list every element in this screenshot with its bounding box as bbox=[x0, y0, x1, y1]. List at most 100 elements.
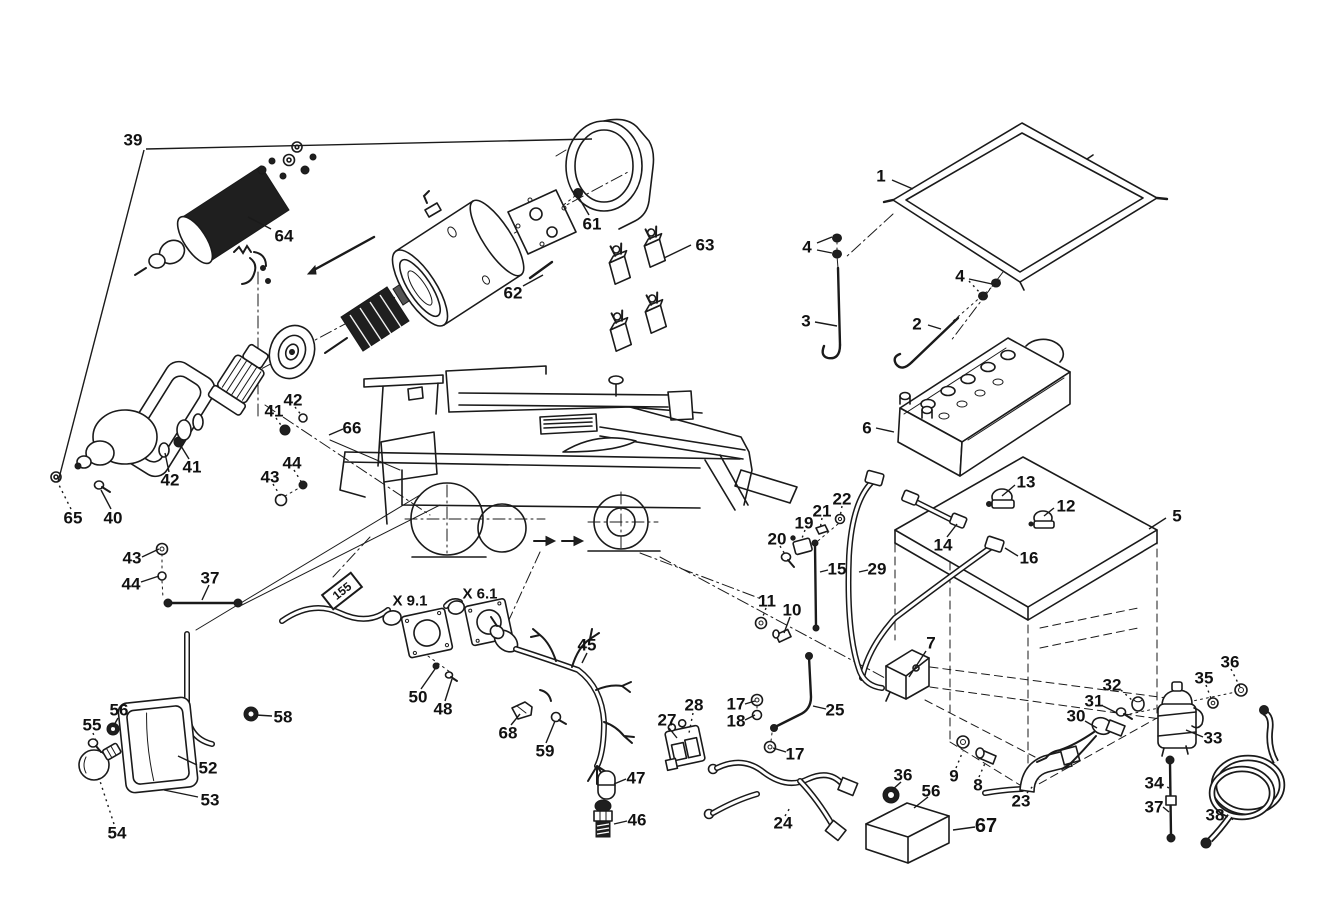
battery-box-hidden-outline bbox=[894, 535, 1158, 791]
rod-37-left bbox=[163, 598, 243, 608]
leader-line bbox=[255, 714, 273, 717]
part-label-28: 28 bbox=[685, 696, 704, 715]
part-label-16: 16 bbox=[1020, 549, 1039, 568]
starter-solenoid bbox=[134, 141, 317, 276]
leader-line bbox=[772, 747, 787, 753]
part-label-61: 61 bbox=[583, 215, 602, 234]
part-label-4: 4 bbox=[802, 238, 812, 257]
leader-line bbox=[891, 179, 914, 190]
battery-cable-16 bbox=[859, 535, 1005, 681]
cable-24 bbox=[703, 759, 859, 842]
leader-line bbox=[761, 607, 767, 620]
leader-line bbox=[1185, 729, 1204, 738]
leader-line bbox=[1148, 517, 1167, 530]
leader-line bbox=[180, 445, 190, 460]
wiring-harness-45 bbox=[489, 616, 635, 785]
cable-15 bbox=[811, 539, 820, 632]
pressure-switch-46 bbox=[593, 799, 613, 838]
direction-arrows bbox=[533, 535, 585, 547]
part-label-67: 67 bbox=[975, 815, 997, 837]
washer-17-lower bbox=[763, 740, 777, 754]
leader-line bbox=[510, 713, 521, 726]
leader-line bbox=[858, 569, 869, 573]
fuel-filter-33 bbox=[1157, 681, 1204, 757]
part-label-36: 36 bbox=[894, 766, 913, 785]
leader-line bbox=[668, 727, 678, 739]
leader-line bbox=[800, 529, 806, 542]
leader-line bbox=[955, 750, 964, 769]
part-label-29: 29 bbox=[868, 560, 887, 579]
part-label-37: 37 bbox=[201, 569, 220, 588]
part-label-X-6.1: X 6.1 bbox=[462, 586, 497, 603]
j-bolt-3 bbox=[821, 233, 842, 360]
leader-line bbox=[1162, 806, 1170, 813]
leader-line bbox=[574, 190, 590, 216]
part-label-66: 66 bbox=[343, 419, 362, 438]
leader-line bbox=[663, 244, 692, 259]
leader-line bbox=[1225, 815, 1237, 822]
leader-line bbox=[1102, 705, 1118, 714]
leader-line bbox=[1161, 783, 1170, 789]
part-label-50: 50 bbox=[409, 688, 428, 707]
part-label-56: 56 bbox=[110, 701, 129, 720]
battery bbox=[897, 337, 1071, 477]
part-label-20: 20 bbox=[768, 530, 787, 549]
bolt-31 bbox=[1115, 707, 1133, 720]
battery-mounting-group bbox=[780, 122, 1169, 791]
rod-25 bbox=[770, 652, 813, 732]
part-label-5: 5 bbox=[1172, 507, 1181, 526]
leader-line bbox=[100, 489, 112, 510]
part-label-22: 22 bbox=[833, 490, 852, 509]
screw-50 bbox=[432, 662, 440, 670]
leader-line bbox=[952, 826, 976, 831]
part-label-63: 63 bbox=[696, 236, 715, 255]
leader-line bbox=[968, 280, 982, 295]
rod-34-37 bbox=[1165, 755, 1177, 843]
washer-17-upper bbox=[750, 693, 764, 707]
part-label-31: 31 bbox=[1085, 692, 1104, 711]
leader-line bbox=[140, 575, 160, 583]
leader-line bbox=[275, 417, 284, 429]
leader-line bbox=[816, 236, 833, 244]
leader-line bbox=[613, 820, 628, 825]
leader-line bbox=[328, 428, 344, 436]
screw-55 bbox=[87, 738, 102, 753]
terminal-clamp-12 bbox=[1028, 510, 1055, 529]
terminal-clamp-13 bbox=[986, 488, 1015, 509]
sender-30 bbox=[1036, 716, 1126, 770]
part-label-68: 68 bbox=[499, 724, 518, 743]
leader-line bbox=[812, 705, 827, 710]
part-label-64: 64 bbox=[275, 227, 294, 246]
part-label-27: 27 bbox=[658, 711, 677, 730]
leader-line bbox=[1001, 484, 1016, 497]
part-label-32: 32 bbox=[1103, 676, 1122, 695]
brush-63 bbox=[605, 241, 633, 286]
leader-line bbox=[163, 789, 199, 798]
leader-line bbox=[247, 216, 272, 230]
leader-line bbox=[581, 652, 588, 664]
hold-down-frame-1 bbox=[882, 122, 1169, 291]
leader-line bbox=[112, 717, 119, 728]
grommet-58 bbox=[243, 706, 259, 722]
screw-62 bbox=[528, 260, 554, 280]
leader-line bbox=[744, 714, 756, 721]
starter-motor-exploded-view bbox=[50, 118, 669, 507]
leader-line bbox=[819, 517, 823, 530]
part-label-52: 52 bbox=[199, 759, 218, 778]
part-label-54: 54 bbox=[108, 824, 127, 843]
connector-x91 bbox=[382, 607, 454, 659]
screw-48 bbox=[444, 671, 458, 682]
flanged-nut-36-right bbox=[1234, 683, 1248, 697]
leader-line bbox=[57, 149, 145, 483]
leader-line bbox=[814, 321, 838, 327]
part-label-43: 43 bbox=[261, 468, 280, 487]
part-label-35: 35 bbox=[1195, 669, 1214, 688]
part-label-33: 33 bbox=[1204, 729, 1223, 748]
leader-line bbox=[141, 548, 160, 558]
part-label-9: 9 bbox=[949, 767, 958, 786]
washer-44 bbox=[157, 571, 167, 581]
part-label-47: 47 bbox=[627, 769, 646, 788]
part-label-30: 30 bbox=[1067, 707, 1086, 726]
